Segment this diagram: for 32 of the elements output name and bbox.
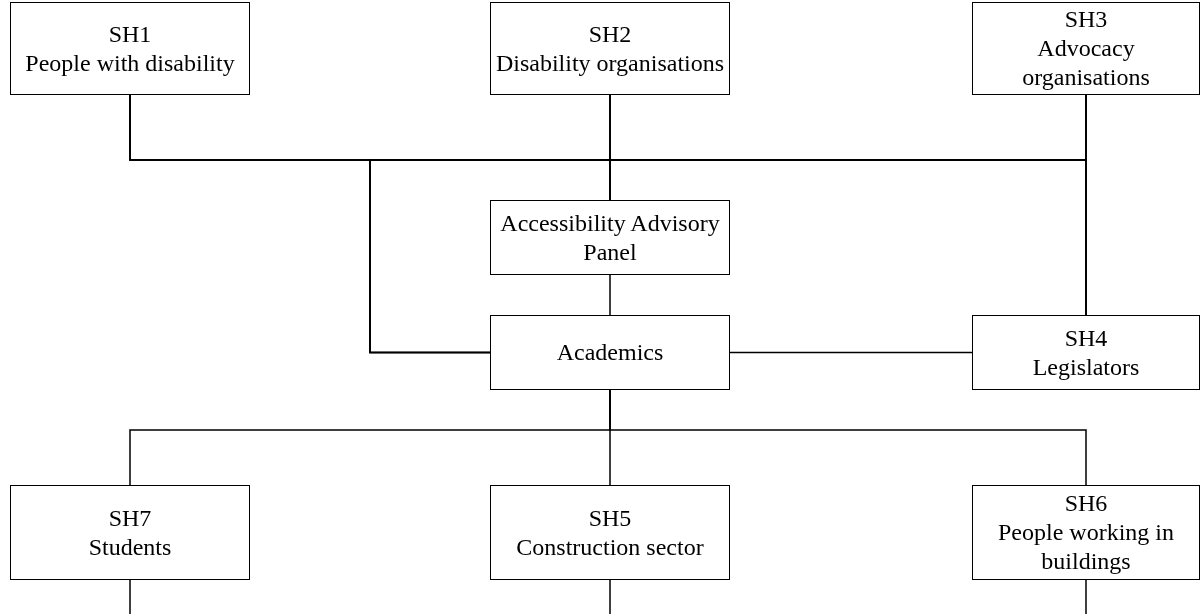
node-heading: SH1 [108, 19, 152, 49]
node-heading: SH4 [1064, 323, 1108, 353]
connector-line [609, 389, 1087, 486]
connector-line [609, 274, 611, 316]
node-label: Construction sector [516, 532, 704, 562]
process-box [490, 315, 730, 390]
process-box [490, 2, 730, 95]
process-box [490, 485, 730, 580]
connector-line [1085, 94, 1087, 316]
node-label: Advocacy organisations [1021, 34, 1151, 92]
node-heading: SH3 [1064, 5, 1108, 34]
node-heading: SH7 [108, 503, 152, 533]
connector-line [729, 351, 973, 354]
node-label: Academics [556, 338, 664, 367]
node-label: Students [88, 532, 172, 562]
node-label: Legislators [1032, 352, 1140, 382]
connector-line [1085, 579, 1087, 614]
node-heading: SH6 [1064, 489, 1108, 518]
node-label: People with disability [25, 48, 235, 78]
node-label: Disability organisations [495, 48, 725, 78]
node-heading: SH5 [588, 503, 632, 533]
connector-line [609, 579, 611, 614]
node-label: People working in buildings [997, 518, 1175, 576]
process-box [10, 485, 250, 580]
process-box [972, 2, 1200, 95]
node-heading: SH2 [588, 19, 632, 49]
process-box [10, 2, 250, 95]
process-box [972, 315, 1200, 390]
process-box [490, 200, 730, 275]
process-box [972, 485, 1200, 580]
node-label: Accessibility Advisory Panel [499, 208, 721, 267]
connector-line [129, 579, 131, 614]
